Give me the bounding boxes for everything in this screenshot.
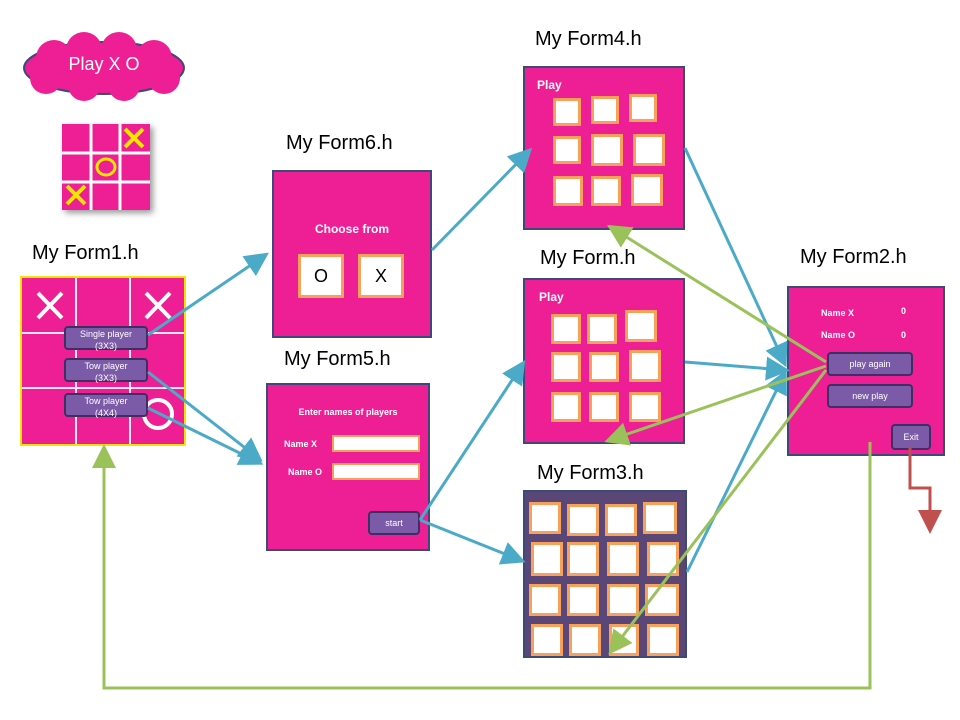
form2-title: My Form2.h — [800, 246, 907, 268]
form6-heading: Choose from — [314, 222, 389, 236]
play-again-button[interactable]: play again — [827, 352, 913, 376]
start-button[interactable]: start — [368, 511, 420, 535]
form3-cell[interactable] — [607, 584, 639, 616]
exit-button[interactable]: Exit — [891, 424, 931, 450]
form4-window: Play — [523, 66, 685, 230]
single-player-line1: Single player — [79, 329, 133, 339]
form3-cell[interactable] — [567, 584, 599, 616]
form2-name-o-score: 0 — [901, 330, 907, 340]
form1-window: Single player (3X3) Tow player (3X3) Tow… — [20, 276, 186, 446]
two-player-4x4-line2: (4X4) — [94, 408, 117, 418]
two-player-3x3-button[interactable]: Tow player (3X3) — [64, 358, 148, 383]
form5-title: My Form5.h — [284, 348, 391, 370]
choose-x-button[interactable]: X — [358, 254, 404, 298]
form3-cell[interactable] — [567, 504, 599, 536]
form3-cell[interactable] — [643, 502, 677, 534]
choose-o-button[interactable]: O — [298, 254, 344, 298]
name-x-input[interactable] — [332, 435, 420, 452]
choose-o-label: O — [313, 266, 328, 286]
single-player-line2: (3X3) — [94, 341, 117, 351]
form3-cell[interactable] — [609, 624, 639, 656]
form3-cell[interactable] — [531, 542, 563, 576]
arrow-form4-to-form2 — [683, 147, 788, 368]
form-cell[interactable] — [629, 350, 661, 382]
form3-cell[interactable] — [567, 542, 599, 576]
exit-label: Exit — [903, 432, 919, 442]
arrow-start-to-form3 — [419, 518, 526, 565]
choose-x-label: X — [374, 266, 387, 286]
new-play-label: new play — [852, 391, 888, 401]
form-cell[interactable] — [589, 352, 619, 382]
form2-name-x-score: 0 — [901, 306, 907, 316]
arrow-start-to-form — [418, 359, 526, 521]
form3-cell[interactable] — [607, 542, 639, 576]
new-play-button[interactable]: new play — [827, 384, 913, 408]
form-window: Play — [523, 278, 685, 444]
arrow-form-to-form2 — [684, 356, 790, 381]
two-player-3x3-line2: (3X3) — [94, 373, 117, 383]
two-player-4x4-button[interactable]: Tow player (4X4) — [64, 393, 148, 418]
form2-name-o-label: Name O — [821, 330, 856, 340]
arrow-form3-to-form2 — [685, 369, 787, 573]
two-player-3x3-line1: Tow player — [84, 361, 128, 371]
title-cloud: Play X O — [14, 30, 194, 102]
single-player-3x3-button[interactable]: Single player (3X3) — [64, 326, 148, 351]
tic-tac-toe-logo — [62, 124, 150, 210]
cloud-shape — [23, 32, 185, 101]
form3-cell[interactable] — [645, 584, 679, 616]
form3-cell[interactable] — [529, 502, 561, 534]
name-x-label: Name X — [284, 439, 318, 449]
form4-cell[interactable] — [591, 176, 621, 206]
form4-cell[interactable] — [591, 134, 623, 166]
form2-window: Name X 0 Name O 0 play again new play Ex… — [787, 286, 945, 456]
form3-title: My Form3.h — [537, 462, 644, 484]
cloud-label: Play X O — [68, 54, 140, 74]
form3-window — [523, 490, 687, 658]
form4-cell[interactable] — [633, 134, 665, 166]
form4-cell[interactable] — [553, 176, 583, 206]
two-player-4x4-line1: Tow player — [84, 396, 128, 406]
arrow-form6-to-form4 — [430, 147, 533, 252]
form-cell[interactable] — [551, 314, 581, 344]
form4-cell[interactable] — [631, 174, 663, 206]
play-again-label: play again — [849, 359, 891, 369]
form-heading: Play — [539, 290, 564, 304]
form2-name-x-label: Name X — [821, 308, 855, 318]
form3-cell[interactable] — [605, 504, 637, 536]
form4-cell[interactable] — [553, 98, 581, 126]
form-cell[interactable] — [551, 352, 581, 382]
form3-cell[interactable] — [529, 584, 561, 616]
form3-cell[interactable] — [647, 624, 679, 656]
form6-window: Choose from O X — [272, 170, 432, 338]
form3-cell[interactable] — [647, 542, 679, 576]
form-cell[interactable] — [625, 310, 657, 342]
form-cell[interactable] — [589, 392, 619, 422]
name-o-label: Name O — [288, 467, 323, 477]
arrow-newplay-to-form1 — [92, 442, 872, 690]
form4-cell[interactable] — [553, 136, 581, 164]
form3-cell[interactable] — [531, 624, 563, 656]
form-title: My Form.h — [540, 247, 636, 269]
form5-window: Enter names of players Name X Name O sta… — [266, 383, 430, 551]
form-cell[interactable] — [629, 392, 661, 422]
form1-title: My Form1.h — [32, 242, 139, 264]
form6-title: My Form6.h — [286, 132, 393, 154]
name-o-input[interactable] — [332, 463, 420, 480]
form5-heading: Enter names of players — [298, 407, 398, 417]
form-cell[interactable] — [551, 392, 581, 422]
form4-cell[interactable] — [591, 96, 619, 124]
form4-cell[interactable] — [629, 94, 657, 122]
form-cell[interactable] — [587, 314, 617, 344]
form4-title: My Form4.h — [535, 28, 642, 50]
form3-cell[interactable] — [569, 624, 601, 656]
start-label: start — [385, 518, 403, 528]
form4-heading: Play — [537, 78, 562, 92]
arrow-exit — [908, 448, 942, 534]
